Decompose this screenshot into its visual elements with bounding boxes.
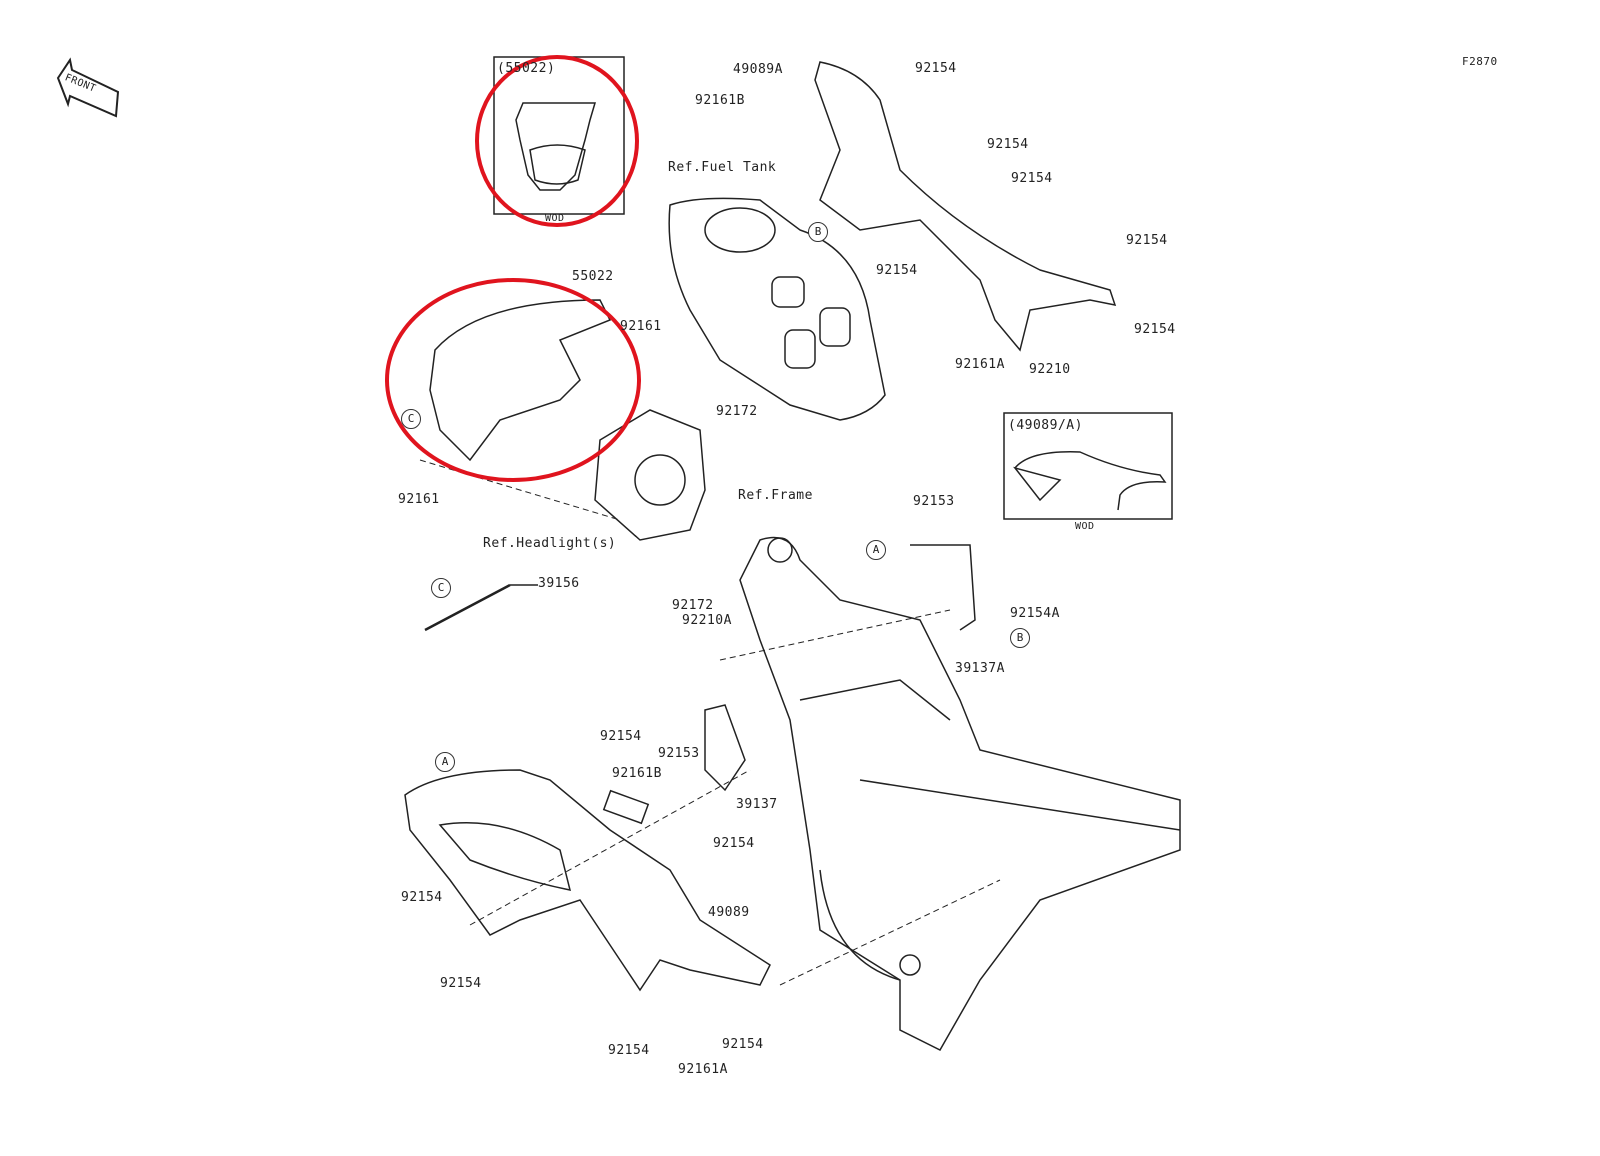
- diagram-code: F2870: [1462, 55, 1498, 68]
- part-label: 92161B: [695, 93, 745, 108]
- part-label: 39156: [538, 576, 580, 591]
- part-label: 92161B: [612, 766, 662, 781]
- part-label: 49089A: [733, 62, 783, 77]
- part-label: 92153: [658, 746, 700, 761]
- part-label: 39137A: [955, 661, 1005, 676]
- part-label: 49089: [708, 905, 750, 920]
- headlight: [594, 409, 706, 541]
- part-label: 55022: [572, 269, 614, 284]
- part-label: 92154A: [1010, 606, 1060, 621]
- ref-headlight: Ref.Headlight(s): [483, 536, 617, 551]
- side-cover-inset-shape: [1013, 451, 1167, 511]
- part-label: 92154: [876, 263, 918, 278]
- highlight-circle-inset: [475, 55, 639, 227]
- ref-frame: Ref.Frame: [738, 488, 813, 503]
- headlight-cover-inset-shape: [515, 102, 597, 191]
- part-label: 92154: [600, 729, 642, 744]
- part-label: 92154: [608, 1043, 650, 1058]
- inset-box-side-cover: [1003, 412, 1173, 520]
- part-label: 92172: [672, 598, 714, 613]
- inset-title: (55022): [497, 61, 556, 76]
- callout-marker: A: [866, 540, 886, 560]
- part-label: 92161: [398, 492, 440, 507]
- front-arrow-icon: [56, 57, 120, 118]
- side-cover-right: [814, 61, 1117, 352]
- inset-note: WOD: [545, 213, 565, 224]
- headlight-cover: [429, 299, 612, 462]
- fuel-tank: [668, 197, 886, 421]
- part-label: 92172: [716, 404, 758, 419]
- highlight-circle-headlight-cover: [385, 278, 641, 482]
- part-label: 92153: [913, 494, 955, 509]
- part-label: 92210: [1029, 362, 1071, 377]
- ref-fuel-tank: Ref.Fuel Tank: [668, 160, 777, 175]
- part-label: 92210A: [682, 613, 732, 628]
- part-label: 92154: [915, 61, 957, 76]
- rod-39156: [424, 583, 511, 632]
- frame: [739, 536, 1181, 1051]
- part-label: 92154: [1011, 171, 1053, 186]
- inset-note: WOD: [1075, 521, 1095, 532]
- part-label: 92154: [1134, 322, 1176, 337]
- bracket-39137: [704, 704, 746, 792]
- part-label: 92161A: [678, 1062, 728, 1077]
- inset-title: (49089/A): [1008, 418, 1083, 433]
- part-label: 92161A: [955, 357, 1005, 372]
- callout-marker: C: [431, 578, 451, 598]
- callout-marker: C: [401, 409, 421, 429]
- part-label: 39137: [736, 797, 778, 812]
- callout-marker: A: [435, 752, 455, 772]
- part-label: 92154: [401, 890, 443, 905]
- part-label: 92154: [440, 976, 482, 991]
- callout-marker: B: [1010, 628, 1030, 648]
- part-label: 92154: [987, 137, 1029, 152]
- side-cover-left: [404, 769, 771, 992]
- part-label: 92161: [620, 319, 662, 334]
- part-label: 92154: [713, 836, 755, 851]
- part-label: 92154: [722, 1037, 764, 1052]
- callout-marker: B: [808, 222, 828, 242]
- part-label: 92154: [1126, 233, 1168, 248]
